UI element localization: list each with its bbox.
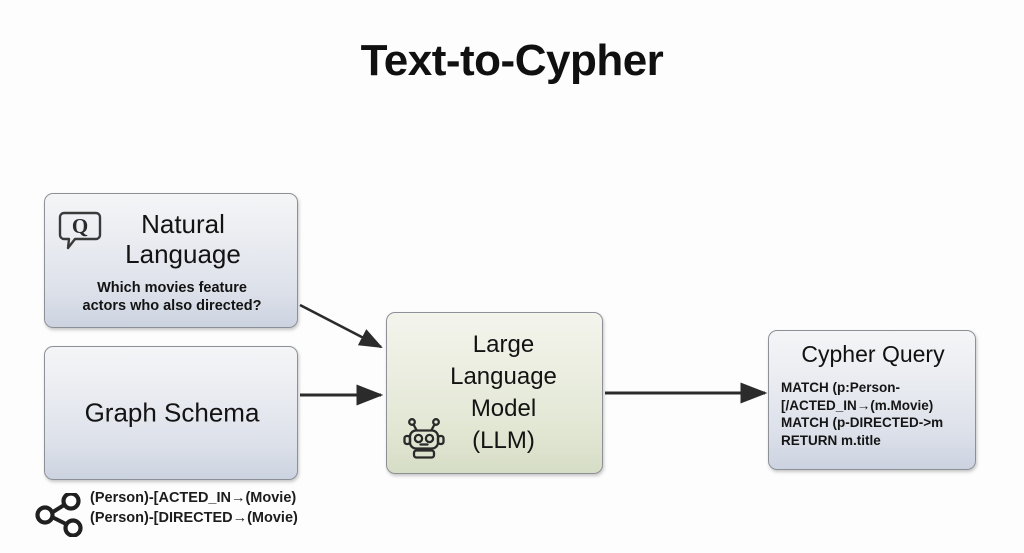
- node-graph-schema[interactable]: Graph Schema: [44, 346, 298, 480]
- llm-label-line-3: Model: [470, 395, 537, 422]
- cypher-code-line: MATCH (p-DIRECTED->m: [781, 415, 944, 430]
- share-graph-icon: [35, 491, 85, 538]
- cypher-query-code: MATCH (p:Person- [/ACTED_IN→(m.Movie) MA…: [781, 379, 967, 449]
- schema-relation-line: (Person)-[DIRECTED→(Movie): [90, 510, 298, 526]
- llm-label-line-4: (LLM): [472, 427, 535, 454]
- robot-icon: [401, 416, 447, 462]
- node-large-language-model[interactable]: Large Language Model (LLM): [386, 312, 603, 474]
- arrow-natural-language-to-llm: [299, 303, 383, 349]
- cypher-code-line: MATCH (p:Person-: [781, 380, 900, 395]
- schema-relations: (Person)-[ACTED_IN→(Movie) (Person)-[DIR…: [35, 488, 325, 540]
- schema-relation-list: (Person)-[ACTED_IN→(Movie) (Person)-[DIR…: [90, 488, 298, 528]
- question-line-2: actors who also directed?: [82, 298, 262, 314]
- natural-language-heading: Natural Language: [45, 209, 299, 269]
- cypher-code-line: [/ACTED_IN→(m.Movie): [781, 397, 934, 413]
- schema-relation-line: (Person)-[ACTED_IN→(Movie): [90, 490, 297, 506]
- chat-question-icon: Q: [58, 209, 102, 251]
- llm-label-line-1: Large: [472, 331, 535, 358]
- question-line-1: Which movies feature: [97, 280, 247, 296]
- natural-language-heading-line-1: Natural: [141, 209, 225, 239]
- natural-language-heading-line-2: Language: [125, 239, 241, 269]
- cypher-query-heading: Cypher Query: [801, 341, 945, 367]
- llm-label-line-2: Language: [450, 363, 557, 390]
- page-title: Text-to-Cypher: [360, 36, 664, 85]
- node-cypher-query[interactable]: Cypher Query MATCH (p:Person- [/ACTED_IN…: [768, 330, 976, 470]
- svg-text:Q: Q: [72, 214, 88, 238]
- graph-schema-label: Graph Schema: [84, 397, 260, 428]
- natural-language-example-question: Which movies feature actors who also dir…: [45, 279, 299, 315]
- llm-label: Large Language Model (LLM): [387, 329, 604, 457]
- cypher-code-line: RETURN m.title: [781, 432, 881, 448]
- node-natural-language[interactable]: Q Natural Language Which movies feature …: [44, 193, 298, 328]
